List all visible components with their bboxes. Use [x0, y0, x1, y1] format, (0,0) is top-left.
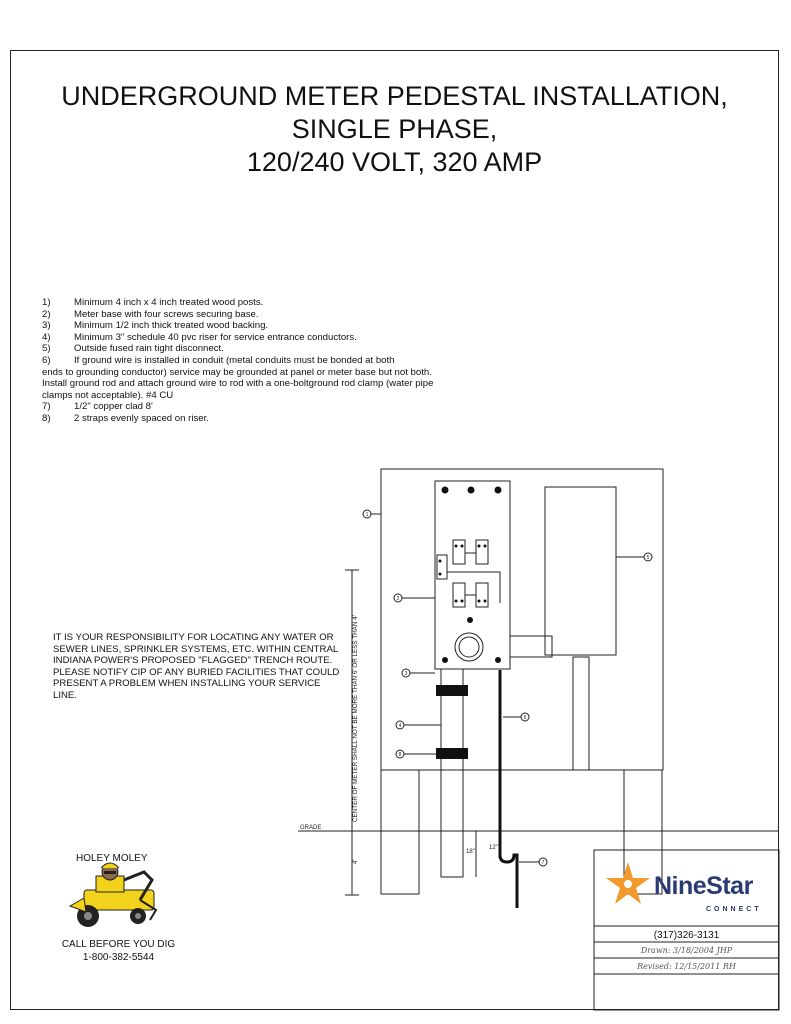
ninestar-logo-sub: CONNECT — [706, 906, 762, 913]
revised-date: Revised: 12/15/2011 RH — [637, 962, 736, 971]
wood-post-left — [380, 769, 420, 895]
strap-lower — [436, 748, 468, 759]
note-8: 8)2 straps evenly spaced on riser. — [42, 412, 209, 424]
note-6-continuation: ends to grounding conductor) service may… — [42, 366, 434, 401]
ground-wire — [498, 670, 519, 908]
disconnect-box — [544, 486, 617, 656]
note-6: 6)If ground wire is installed in conduit… — [42, 354, 395, 366]
pvc-riser — [440, 668, 464, 878]
holey-moley-mascot-icon — [68, 862, 158, 927]
callout-1: 1 — [366, 512, 369, 518]
note-3: 3)Minimum 1/2 inch thick treated wood ba… — [42, 320, 269, 332]
callout-5: 5 — [647, 555, 650, 561]
title-block-phone: (317)326-3131 — [653, 930, 720, 941]
callouts — [362, 509, 653, 867]
wood-backing — [380, 468, 664, 771]
title-line-3: 120/240 VOLT, 320 AMP — [246, 147, 543, 177]
grade-label: GRADE — [300, 825, 321, 831]
height-dimension-label: CENTER OF METER SHALL NOT BE MORE THAN 6… — [352, 615, 359, 822]
depth-4-label: 4' — [353, 860, 359, 864]
notes-list: 1)Minimum 4 inch x 4 inch treated wood p… — [42, 297, 442, 425]
callout-8: 8 — [399, 752, 402, 758]
callout-4: 4 — [399, 723, 402, 729]
note-1: 1)Minimum 4 inch x 4 inch treated wood p… — [42, 297, 264, 308]
ninestar-star-icon — [606, 862, 650, 904]
call-line: CALL BEFORE YOU DIG — [61, 939, 176, 950]
depth-12-label: 12" — [489, 845, 498, 851]
title-block — [593, 849, 780, 1011]
call-before-you-dig: CALL BEFORE YOU DIG 1-800-382-5544 — [56, 938, 181, 964]
mascot-name: HOLEY MOLEY — [76, 853, 148, 864]
title-line-1: UNDERGROUND METER PEDESTAL INSTALLATION, — [61, 81, 728, 111]
callout-7: 7 — [542, 860, 545, 866]
callout-2: 2 — [397, 596, 400, 602]
callout-3: 3 — [405, 671, 408, 677]
title-line-2: SINGLE PHASE, — [291, 114, 498, 144]
note-4: 4)Minimum 3" schedule 40 pvc riser for s… — [42, 331, 357, 343]
note-5: 5)Outside fused rain tight disconnect. — [42, 343, 224, 355]
meter-base — [434, 480, 511, 670]
depth-18-label: 18" — [466, 849, 475, 855]
conduit-nipple — [509, 635, 553, 658]
ninestar-logo-text: NineStar — [654, 872, 753, 900]
drawing-frame — [10, 50, 779, 1010]
dig-phone: 1-800-382-5544 — [82, 952, 155, 963]
meter-hub — [454, 632, 484, 662]
disconnect-riser — [572, 656, 590, 771]
note-7: 7)1/2" copper clad 8' — [42, 401, 153, 413]
strap-upper — [436, 685, 468, 696]
wood-post-right — [623, 769, 663, 895]
drawn-date: Drawn: 3/18/2004 JHP — [640, 946, 733, 955]
utility-warning: IT IS YOUR RESPONSIBILITY FOR LOCATING A… — [53, 632, 340, 701]
callout-6: 6 — [524, 715, 527, 721]
page-title: UNDERGROUND METER PEDESTAL INSTALLATION,… — [10, 80, 779, 179]
note-2: 2)Meter base with four screws securing b… — [42, 308, 259, 320]
